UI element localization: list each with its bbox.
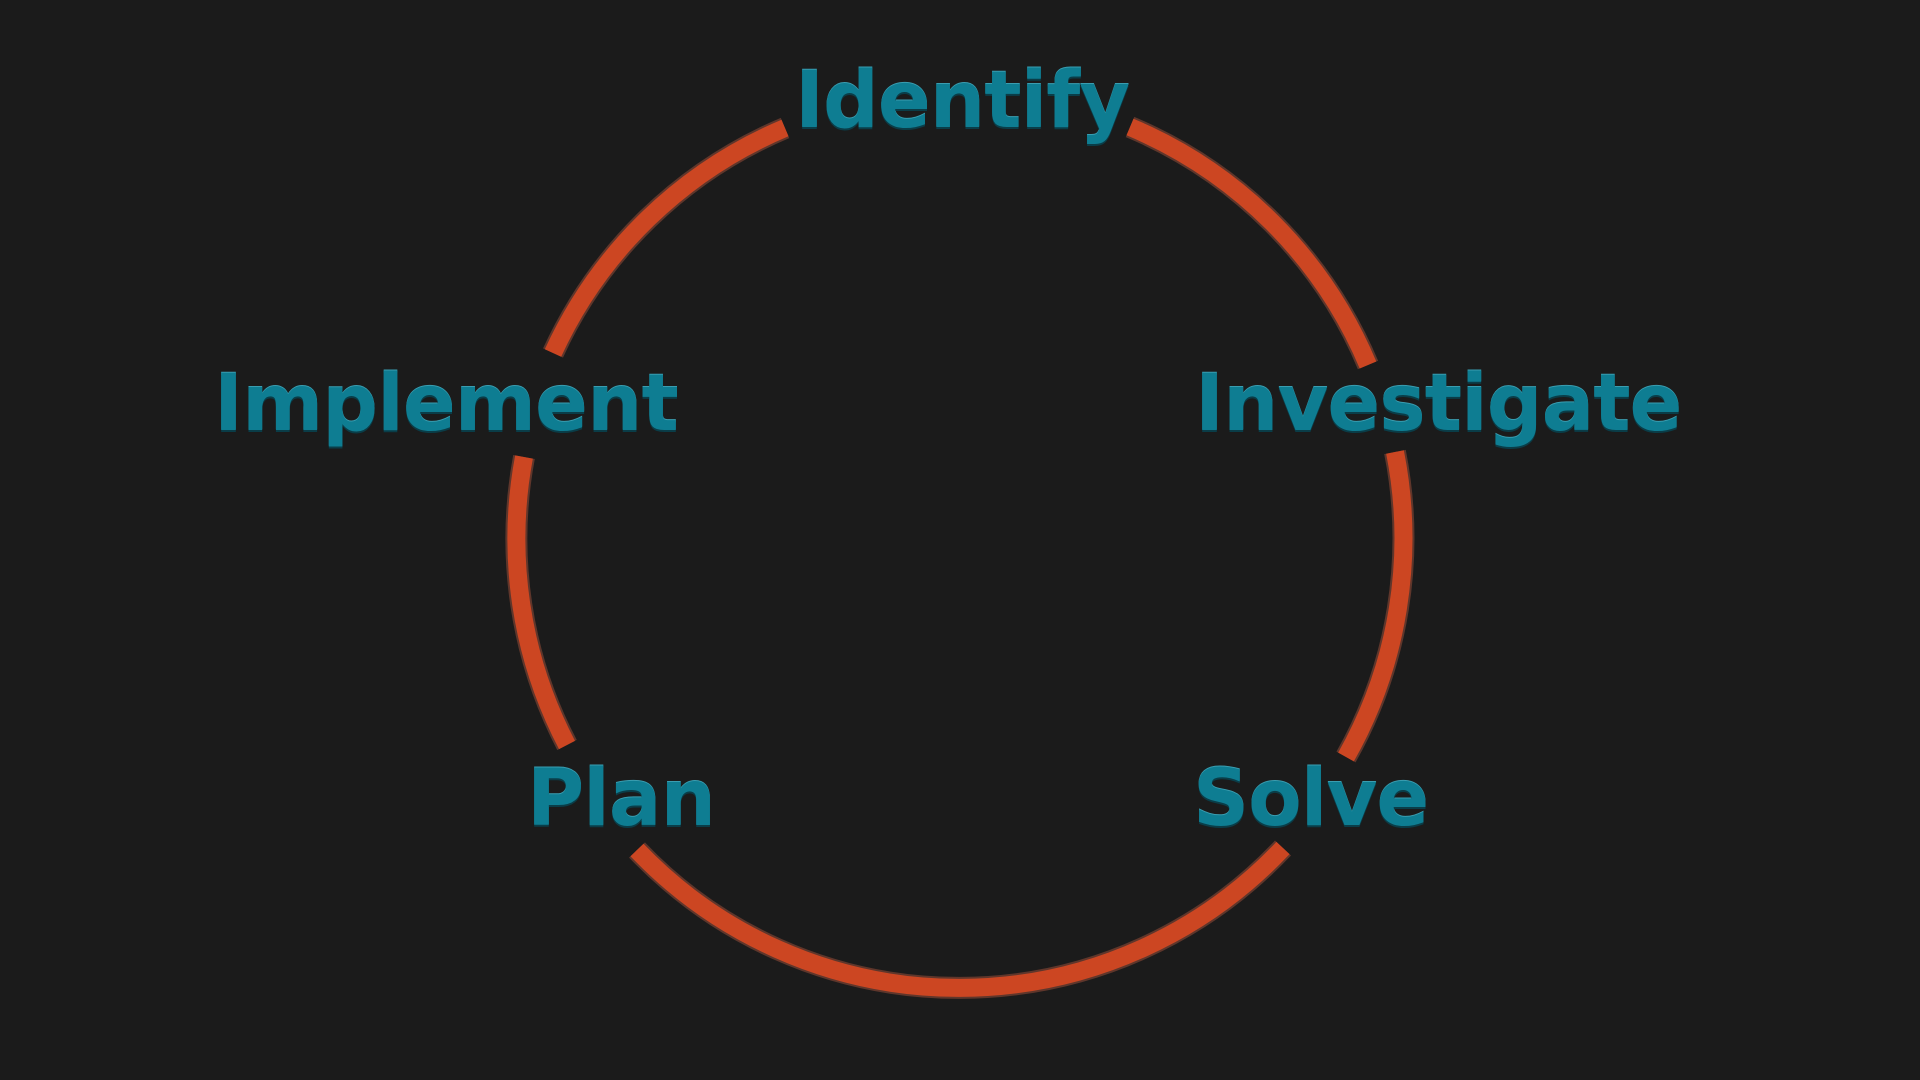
- step-label-implement: Implement: [214, 359, 679, 449]
- step-label-investigate: Investigate: [1195, 359, 1682, 449]
- arc-plan-implement: [507, 455, 575, 750]
- step-label-solve: Solve: [1193, 754, 1429, 844]
- step-label-plan: Plan: [527, 754, 716, 844]
- arc-edge-implement-identify: [542, 117, 790, 358]
- arc-solve-plan: [630, 841, 1290, 997]
- arc-identify-investigate: [1126, 118, 1377, 369]
- step-label-identify: Identify: [795, 56, 1130, 146]
- arc-implement-identify: [544, 119, 789, 357]
- arc-investigate-solve: [1338, 450, 1413, 762]
- arc-edge-identify-investigate: [1125, 116, 1379, 370]
